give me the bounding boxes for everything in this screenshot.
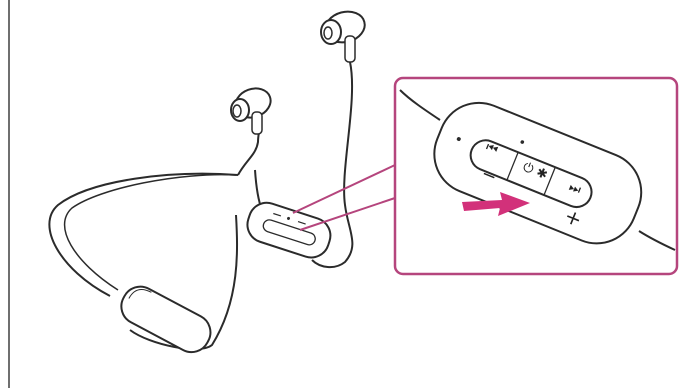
remote-control-small: [246, 201, 332, 259]
zoom-pointer-line: [292, 164, 396, 214]
left-earbud: [230, 87, 272, 176]
left-border-line: [8, 0, 10, 388]
zoom-pointer-line: [299, 197, 396, 231]
press-arrow-icon: [462, 192, 530, 216]
remote-control-enlarged: [399, 89, 676, 251]
next-track-label: ⏭: [567, 180, 584, 198]
prev-track-label: ⏮: [484, 140, 501, 158]
neckband-cable: [48, 172, 239, 351]
minus-label: −: [478, 163, 500, 188]
battery-housing: [120, 285, 212, 354]
right-earbud: [311, 10, 366, 268]
